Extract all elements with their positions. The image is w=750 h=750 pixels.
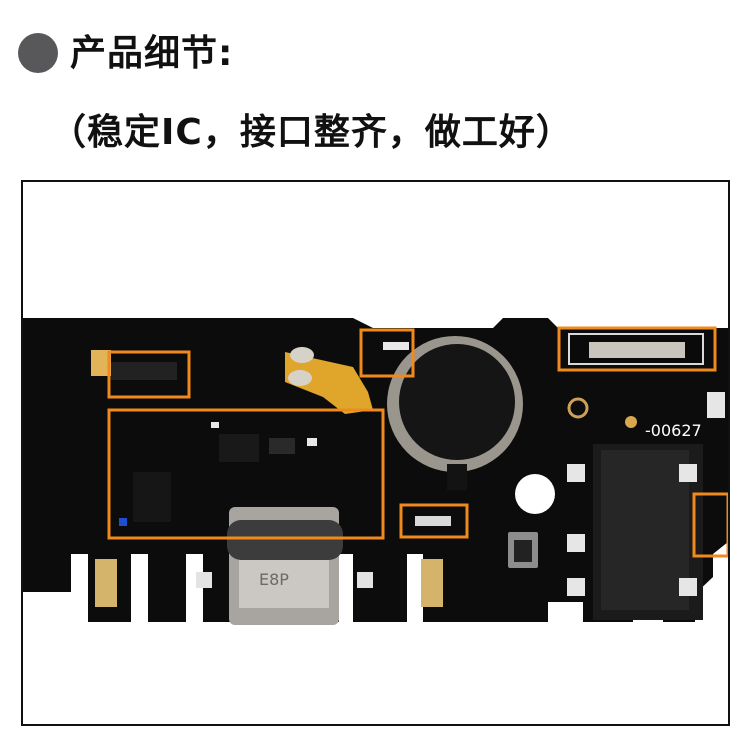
highlight-boxes <box>107 326 728 558</box>
pcb-illustration: -00627 E8P <box>23 318 728 625</box>
section-title: 产品细节: <box>70 33 234 74</box>
gold-contact <box>95 559 117 607</box>
gold-contact <box>421 559 443 607</box>
mounting-hole <box>515 474 555 514</box>
gold-pad <box>91 350 111 376</box>
pcb-board <box>23 318 728 622</box>
section-subtitle: （稳定IC，接口整齐，做工好） <box>50 112 573 153</box>
bullet-circle-icon <box>18 33 58 73</box>
flex-cable <box>285 352 373 414</box>
component-code-label: -00627 <box>645 421 702 440</box>
product-photo: -00627 E8P <box>21 180 730 726</box>
usb-marking: E8P <box>259 570 289 589</box>
